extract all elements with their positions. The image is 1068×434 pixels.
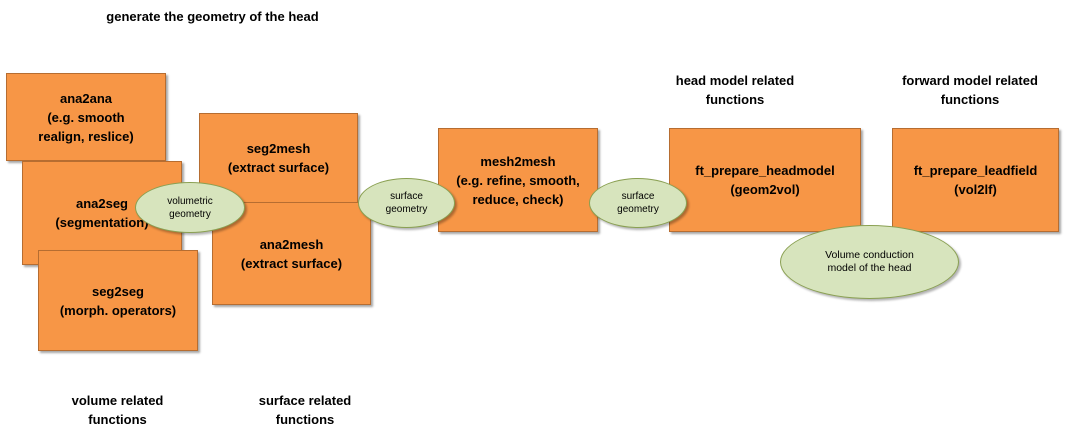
volume-conduction-ellipse: Volume conduction model of the head	[780, 225, 959, 299]
surface-geometry-ellipse-1: surface geometry	[358, 178, 455, 228]
surface-label: surface related functions	[258, 393, 352, 427]
forward-model-label: forward model related functions	[902, 73, 1038, 107]
ana2mesh-box: ana2mesh (extract surface)	[212, 202, 371, 305]
ft-prepare-headmodel-box: ft_prepare_headmodel (geom2vol)	[669, 128, 861, 232]
ft-prepare-leadfield-box: ft_prepare_leadfield (vol2lf)	[892, 128, 1059, 232]
volume-label: volume related functions	[71, 393, 164, 427]
mesh2mesh-box: mesh2mesh (e.g. refine, smooth, reduce, …	[438, 128, 598, 232]
seg2seg-box: seg2seg (morph. operators)	[38, 250, 198, 351]
volumetric-geometry-ellipse: volumetric geometry	[135, 182, 245, 233]
ana2ana-box: ana2ana (e.g. smooth realign, reslice)	[6, 73, 166, 161]
head-model-label: head model related functions	[675, 73, 795, 107]
diagram-title: generate the geometry of the head	[106, 9, 319, 24]
surface-geometry-ellipse-2: surface geometry	[589, 178, 687, 228]
